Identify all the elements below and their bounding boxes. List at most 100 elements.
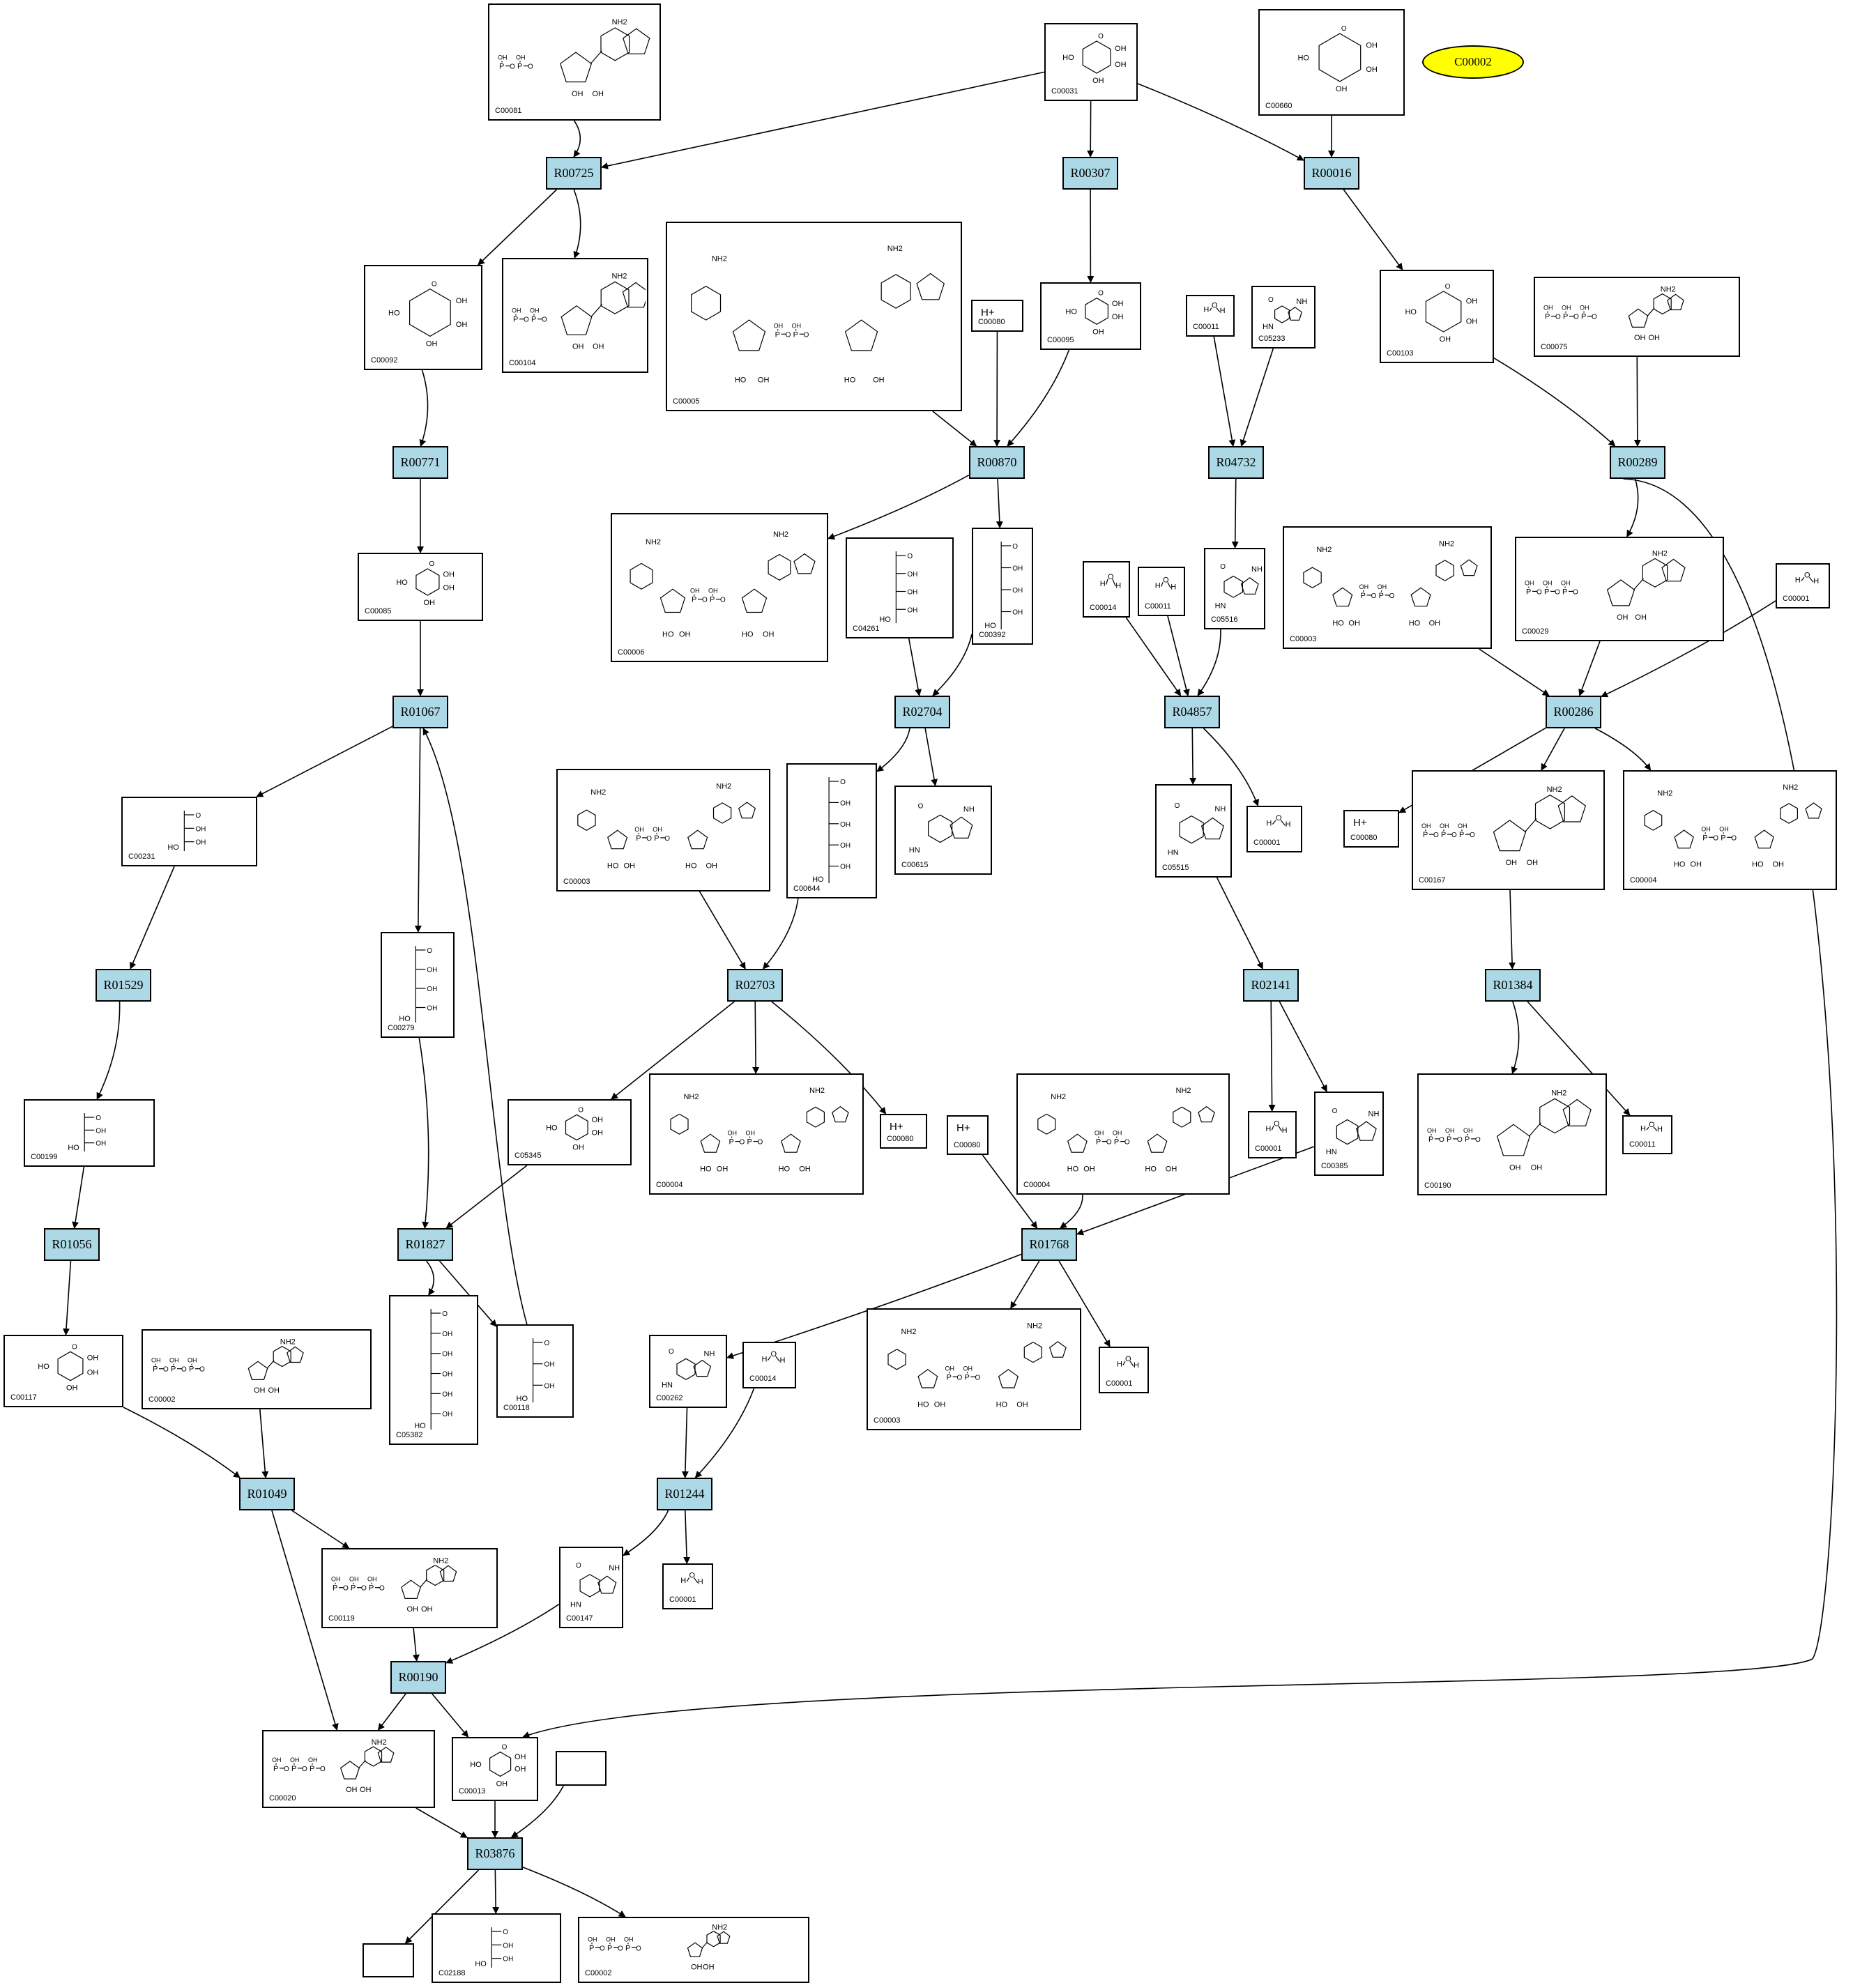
reaction-R01384[interactable]: R01384 [1485, 969, 1541, 1002]
reaction-R00307[interactable]: R00307 [1062, 157, 1118, 190]
reaction-R04857[interactable]: R04857 [1164, 696, 1220, 728]
svg-text:O: O [1804, 571, 1810, 579]
svg-text:OH: OH [963, 1365, 973, 1372]
edge-arrow [259, 1409, 269, 1478]
compound-id-label: C00080 [887, 1135, 914, 1143]
svg-text:P: P [1544, 588, 1549, 596]
reaction-R02141[interactable]: R02141 [1243, 969, 1299, 1002]
compound-box-C00080[interactable]: H+C00080 [947, 1115, 989, 1155]
reaction-R04732[interactable]: R04732 [1208, 446, 1264, 479]
reaction-R01827[interactable]: R01827 [397, 1228, 453, 1261]
reaction-R00190[interactable]: R00190 [390, 1661, 446, 1694]
reaction-R02703[interactable]: R02703 [727, 969, 783, 1002]
reaction-R00870[interactable]: R00870 [969, 446, 1025, 479]
reaction-R00771[interactable]: R00771 [392, 446, 448, 479]
reaction-R00725[interactable]: R00725 [546, 157, 602, 190]
reaction-R00016[interactable]: R00016 [1304, 157, 1359, 190]
reaction-R01056[interactable]: R01056 [44, 1228, 100, 1261]
edge-arrow [377, 1693, 406, 1731]
reaction-R01067[interactable]: R01067 [392, 696, 448, 728]
compound-box-C00080[interactable]: H+C00080 [971, 300, 1023, 332]
reaction-R01529[interactable]: R01529 [96, 969, 151, 1002]
svg-text:O: O [669, 1348, 674, 1356]
svg-text:OH: OH [290, 1756, 300, 1763]
svg-text:H: H [1282, 1126, 1288, 1135]
reaction-R03876[interactable]: R03876 [467, 1837, 523, 1870]
svg-text:P: P [1545, 313, 1550, 321]
svg-text:HN: HN [1215, 602, 1226, 610]
reaction-R01244[interactable]: R01244 [657, 1478, 712, 1510]
compound-box-C00080[interactable]: H+C00080 [880, 1114, 927, 1149]
compound-box-C00080[interactable]: H+C00080 [1343, 810, 1399, 848]
svg-text:OH: OH [873, 376, 885, 385]
svg-text:O: O [1106, 1139, 1112, 1147]
reaction-R02704[interactable]: R02704 [894, 696, 950, 728]
reaction-R01049[interactable]: R01049 [239, 1478, 295, 1510]
svg-text:OH: OH [1562, 305, 1571, 312]
reaction-R00286[interactable]: R00286 [1546, 696, 1601, 728]
compound-highlight-C00002[interactable]: C00002 [1422, 45, 1524, 79]
compound-box-empty[interactable] [363, 1943, 414, 1977]
compound-box-empty[interactable] [556, 1751, 607, 1786]
svg-text:H: H [1286, 820, 1291, 829]
reaction-R01768[interactable]: R01768 [1021, 1228, 1077, 1261]
reaction-R00289[interactable]: R00289 [1610, 446, 1665, 479]
